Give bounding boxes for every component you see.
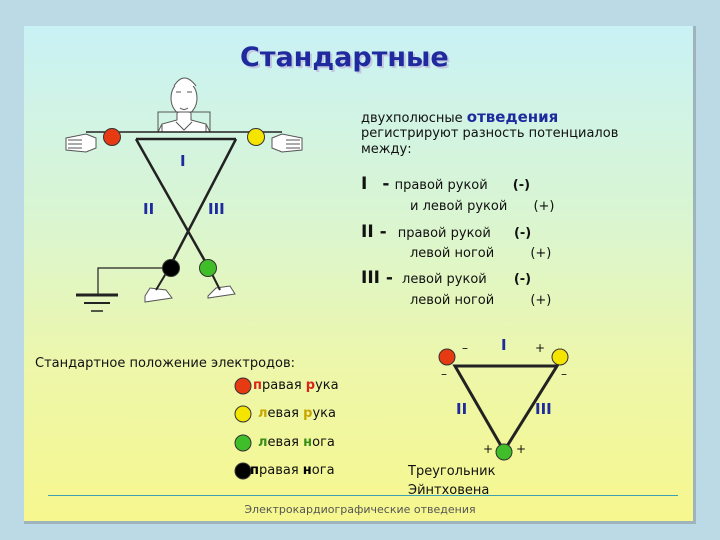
legend-0-word1: равая	[261, 378, 306, 393]
sign-br-plus: +	[516, 442, 526, 456]
electrode-left-arm	[247, 128, 265, 146]
lead-II-row-a: II - правой рукой (-)	[361, 222, 531, 242]
electrode-right-leg	[162, 259, 180, 277]
lead-I-b-sign: (+)	[533, 199, 555, 214]
lead-II-b: левой ногой	[410, 246, 495, 261]
lead-II-a: правой рукой	[397, 226, 491, 241]
footer-text: Электрокардиографические отведения	[244, 503, 476, 516]
legend-3-word1: равая	[258, 463, 303, 478]
triangle-caption-2: Эйнтховена	[408, 483, 490, 498]
legend-2-initial: л	[258, 435, 268, 450]
legend-1-initial: л	[258, 406, 268, 421]
lead-I-dash: -	[382, 174, 390, 194]
intro-line2: регистрируют разность потенциалов	[361, 126, 619, 141]
figure-label-II: II	[143, 200, 154, 218]
lead-I-a: правой рукой	[394, 178, 488, 193]
legend-dot-black	[234, 462, 252, 480]
legend-1-word2: ука	[312, 406, 336, 421]
lead-I-row-a: I - правой рукой (-)	[361, 174, 530, 194]
lead-III-row-a: III - левой рукой (-)	[361, 268, 531, 288]
lead-III-b: левой ногой	[410, 293, 495, 308]
lead-III-b-sign: (+)	[530, 293, 552, 308]
intro-line1: двухполюсные отведения	[361, 108, 558, 126]
figure-label-III: III	[208, 200, 225, 218]
lead-I-b: и левой рукой	[410, 199, 508, 214]
legend-item-right-leg: правая нога	[250, 463, 335, 478]
sign-r-minus: –	[561, 367, 567, 381]
sign-tr-plus: +	[535, 341, 545, 355]
legend-item-left-arm: левая рука	[258, 406, 336, 421]
legend-dot-red	[234, 377, 252, 395]
triangle-electrode-yellow	[551, 348, 569, 366]
sign-tl-minus: –	[462, 341, 468, 355]
legend-3-initial-b: н	[302, 463, 312, 478]
lead-II-row-b: левой ногой (+)	[410, 246, 551, 261]
lead-II-a-sign: (-)	[513, 226, 532, 241]
intro-highlight: отведения	[466, 108, 559, 126]
triangle-electrode-green	[495, 443, 513, 461]
slide-frame	[24, 26, 696, 524]
legend-title: Стандартное положение электродов:	[35, 356, 296, 371]
figure-label-I: I	[180, 152, 186, 170]
footer-divider	[48, 495, 678, 496]
legend-2-word2: ога	[312, 435, 335, 450]
lead-III-row-b: левой ногой (+)	[410, 293, 551, 308]
legend-3-word2: ога	[311, 463, 335, 478]
legend-0-word2: ука	[315, 378, 339, 393]
lead-III-a: левой рукой	[402, 272, 487, 287]
lead-III-a-sign: (-)	[513, 272, 532, 287]
triangle-label-I: I	[501, 336, 507, 354]
legend-1-initial-b: р	[303, 406, 313, 421]
lead-I-a-sign: (-)	[512, 178, 531, 193]
legend-2-word1: евая	[267, 435, 304, 450]
einthoven-triangle: I II III – + – – + +	[438, 336, 569, 461]
legend-item-right-arm: правая рука	[253, 378, 339, 393]
legend-item-left-leg: левая нога	[258, 435, 335, 450]
intro-line3: между:	[361, 142, 412, 157]
legend-2-initial-b: н	[303, 435, 313, 450]
triangle-label-III: III	[535, 400, 552, 418]
legend-dot-green	[234, 434, 252, 452]
lead-III-numeral: III -	[361, 268, 393, 288]
legend-0-initial: п	[253, 378, 262, 393]
lead-I-numeral: I	[361, 174, 368, 194]
lead-II-numeral: II -	[361, 222, 387, 242]
lead-II-b-sign: (+)	[530, 246, 552, 261]
legend-1-word1: евая	[267, 406, 304, 421]
legend-0-initial-b: р	[305, 378, 316, 393]
human-figure-icon	[65, 77, 303, 303]
lead-I-row-b: и левой рукой (+)	[410, 199, 554, 214]
legend-dot-yellow	[234, 405, 252, 423]
triangle-electrode-red	[438, 348, 456, 366]
triangle-label-II: II	[456, 400, 467, 418]
slide-title: Стандартные	[240, 42, 449, 73]
legend-3-initial: п	[250, 463, 259, 478]
sign-l-minus: –	[441, 367, 447, 381]
intro-lead: двухполюсные	[361, 111, 463, 126]
sign-bl-plus: +	[483, 442, 493, 456]
triangle-caption-1: Треугольник	[408, 464, 496, 479]
electrode-left-leg	[199, 259, 217, 277]
electrode-right-arm	[103, 128, 121, 146]
